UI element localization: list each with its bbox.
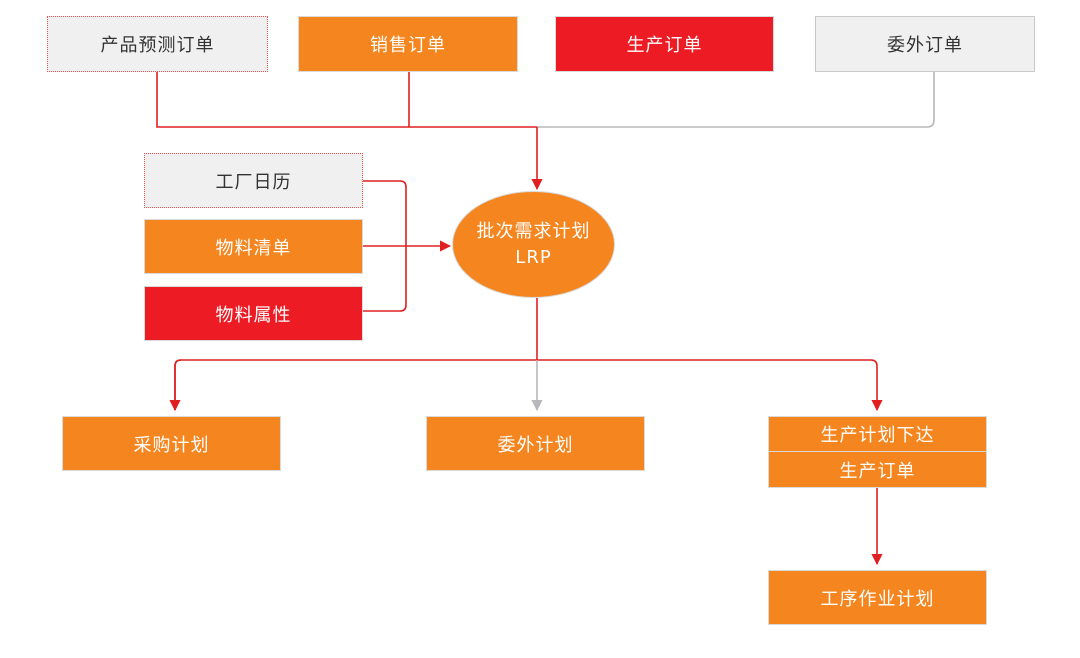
sales-order-node: 销售订单 xyxy=(298,16,518,72)
lrp-abbreviation: LRP xyxy=(515,246,552,268)
connector-outsource-to-bus xyxy=(537,72,935,128)
factory-calendar-node: 工厂日历 xyxy=(144,153,363,208)
material-attributes-node: 物料属性 xyxy=(144,286,363,341)
purchase-plan-node: 采购计划 xyxy=(62,416,281,471)
production-order-input-node: 生产订单 xyxy=(555,16,774,72)
lrp-title: 批次需求计划 xyxy=(476,220,591,242)
production-release-row: 生产计划下达 xyxy=(769,417,986,452)
outsource-plan-node: 委外计划 xyxy=(426,416,645,471)
connector-bus-to-purchase xyxy=(169,359,182,412)
connector-attributes-to-lrp xyxy=(362,246,407,312)
forecast-order-node: 产品预测订单 xyxy=(47,16,268,72)
outsource-order-node: 委外订单 xyxy=(815,16,1035,72)
production-order-output-row: 生产订单 xyxy=(839,460,916,482)
lrp-node: 批次需求计划 LRP xyxy=(452,191,615,298)
bom-node: 物料清单 xyxy=(144,219,363,274)
connector-output-bus xyxy=(174,359,877,410)
connector-calendar-to-lrp xyxy=(362,180,407,246)
operation-plan-node: 工序作业计划 xyxy=(768,570,987,625)
connector-forecast-to-bus xyxy=(156,72,537,128)
production-release-stack: 生产计划下达 生产订单 xyxy=(768,416,987,488)
